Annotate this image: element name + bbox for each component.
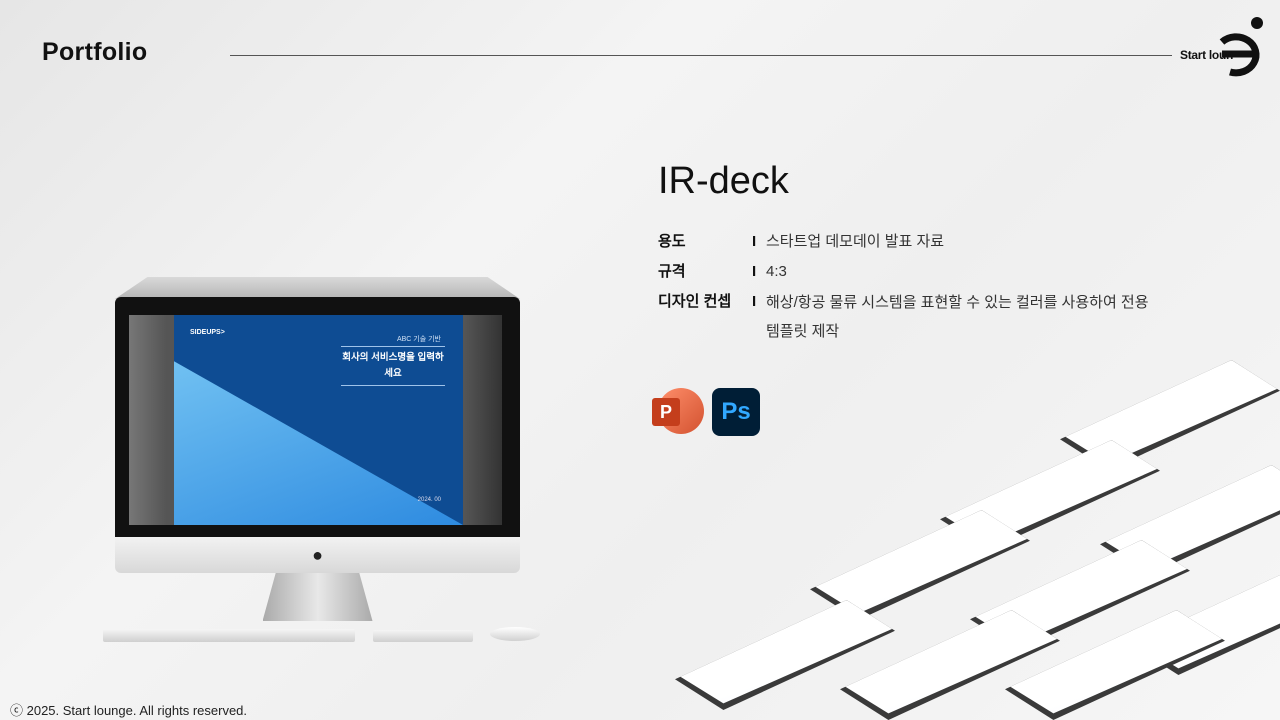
spec-label: 디자인 컨셉 <box>658 293 732 310</box>
photoshop-icon: Ps <box>712 388 760 436</box>
spec-label: 용도 <box>658 233 686 250</box>
trackpad <box>373 630 473 642</box>
spec-row: 용도 I 스타트업 데모데이 발표 자료 <box>658 232 1166 252</box>
spec-separator: I <box>752 293 757 310</box>
spec-separator: I <box>752 233 757 250</box>
keyboard <box>103 629 355 642</box>
spec-value: 스타트업 데모데이 발표 자료 <box>766 233 945 250</box>
spec-value: 해상/항공 물류 시스템을 표현할 수 있는 컬러를 사용하여 전용 템플릿 제… <box>766 294 1149 340</box>
slides-collage <box>660 360 1280 720</box>
logo-text: Start loun <box>1180 48 1233 62</box>
imac-mockup: SIDEUPS> ABC 기술 기반 회사의 서비스명을 입력하세요 2024.… <box>115 277 520 621</box>
spec-label: 규격 <box>658 263 686 280</box>
copyright: ⓒ 2025. Start lounge. All rights reserve… <box>10 703 248 718</box>
project-specs: 용도 I 스타트업 데모데이 발표 자료 규격 I 4:3 디자인 컨셉 I 해상/항공 물… <box>658 232 1166 356</box>
slide-date: 2024. 00 <box>417 497 441 503</box>
slide-brand: SIDEUPS> <box>190 329 225 336</box>
tool-icons: P Ps <box>652 388 760 436</box>
slide-subtitle: ABC 기술 기반 <box>396 336 441 343</box>
spec-row: 디자인 컨셉 I 해상/항공 물류 시스템을 표현할 수 있는 컬러를 사용하여 전… <box>658 292 1166 346</box>
page-title: Portfolio <box>42 38 148 66</box>
slide-preview: SIDEUPS> ABC 기술 기반 회사의 서비스명을 입력하세요 2024.… <box>174 315 463 525</box>
start-lounge-logo[interactable]: Start loun <box>1178 16 1270 84</box>
apple-logo-icon: ● <box>115 537 520 573</box>
spec-separator: I <box>752 263 757 280</box>
project-title: IR-deck <box>658 160 789 202</box>
slide-title: 회사의 서비스명을 입력하세요 <box>341 346 445 386</box>
mouse <box>490 627 540 641</box>
powerpoint-icon: P <box>652 388 704 436</box>
spec-row: 규격 I 4:3 <box>658 262 1166 282</box>
monitor-screen: SIDEUPS> ABC 기술 기반 회사의 서비스명을 입력하세요 2024.… <box>115 297 520 537</box>
spec-value: 4:3 <box>766 263 787 280</box>
header-divider <box>230 55 1172 56</box>
